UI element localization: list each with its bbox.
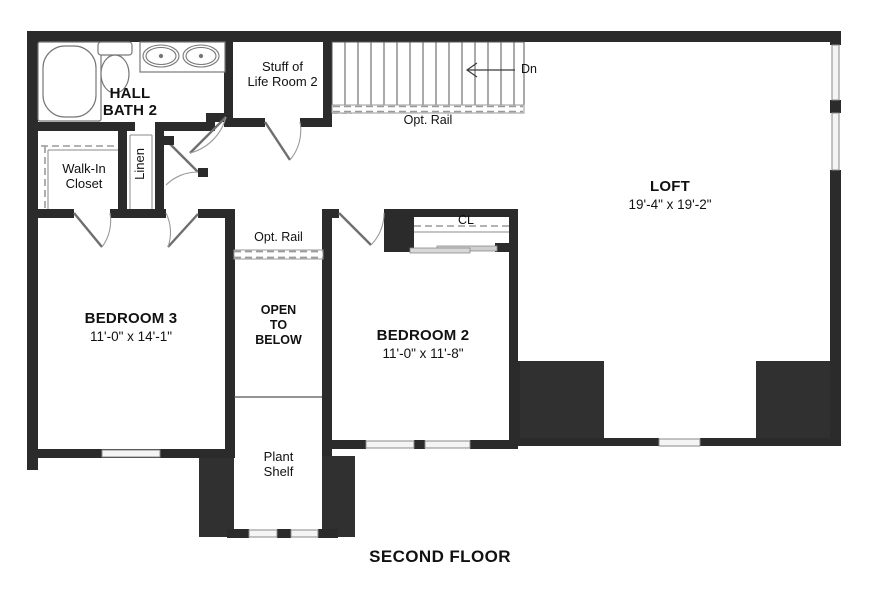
staircase (331, 41, 525, 114)
closet-shelf-lines (41, 112, 509, 254)
door-swings (73, 116, 385, 248)
vanity-sinks (142, 44, 220, 68)
door-bedroom-2 (338, 212, 385, 246)
stair-direction-arrow (465, 62, 515, 78)
walls (27, 31, 841, 538)
lower-solid-wall-blocks (199, 456, 355, 537)
opt-rail-stairs-graphic (331, 104, 525, 114)
door-linen (164, 136, 208, 186)
windows (101, 44, 840, 538)
door-hall-bath-2 (189, 116, 227, 154)
opt-rail-open-to-below-graphic (233, 249, 324, 260)
door-walk-in-closet (73, 212, 112, 248)
loft-knee-wall-blocks (519, 361, 841, 444)
door-stuff-of-life-room-2 (263, 121, 302, 161)
door-bedroom-3 (165, 212, 199, 248)
